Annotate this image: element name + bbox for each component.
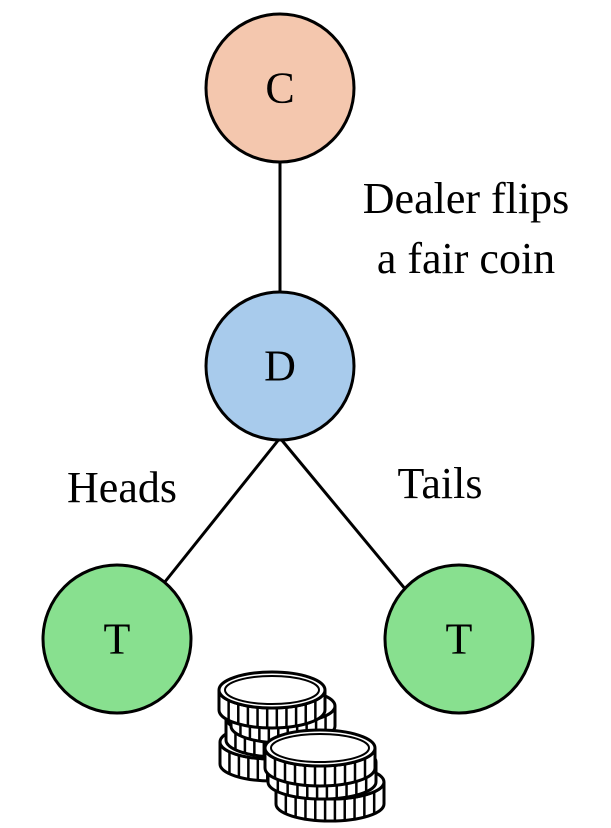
edge-c-d-label-line2: a fair coin xyxy=(377,234,555,283)
edge-tails-label: Tails xyxy=(398,459,483,508)
node-t-right: T xyxy=(383,563,535,715)
node-t-right-circle xyxy=(383,563,535,715)
coin xyxy=(263,728,377,788)
edge-c-d-label-line1: Dealer flips xyxy=(363,174,569,223)
node-t-left-circle xyxy=(41,563,193,715)
node-c-label: C xyxy=(265,64,294,113)
node-t-right-label: T xyxy=(446,615,473,664)
coin xyxy=(217,670,327,730)
edge-heads-label: Heads xyxy=(67,463,177,512)
node-c-circle xyxy=(204,12,356,164)
node-t-left: T xyxy=(41,563,193,715)
node-t-left-label: T xyxy=(104,615,131,664)
node-d: D xyxy=(204,290,356,442)
edge-d-to-t-left xyxy=(162,437,282,584)
coin-stack-icon xyxy=(217,670,386,823)
edge-d-to-t-right xyxy=(278,437,408,591)
node-d-label: D xyxy=(264,342,296,391)
node-d-circle xyxy=(204,290,356,442)
node-c: C xyxy=(204,12,356,164)
